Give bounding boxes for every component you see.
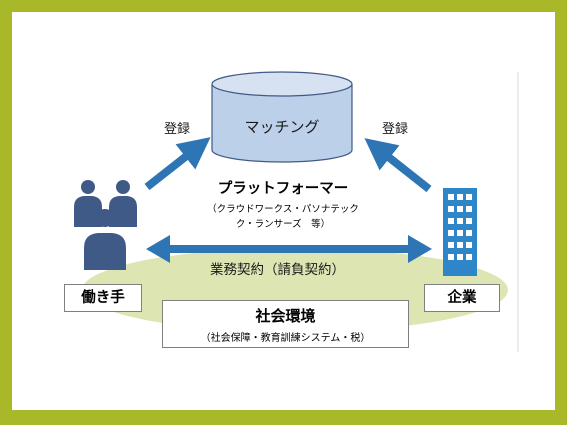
register-label-right: 登録: [382, 122, 409, 137]
worker-label: 働き手: [64, 284, 142, 312]
society-box: 社会環境 （社会保障・教育訓練システム・税）: [162, 300, 409, 348]
platformer-line2: ク・ランサーズ 等）: [235, 219, 331, 230]
worker-group-icon: [74, 180, 137, 270]
platformer-line1: （クラウドワークス・パソナテック: [207, 204, 359, 215]
register-arrow-left: [144, 137, 211, 191]
register-arrow-right: [364, 138, 432, 193]
society-title: 社会環境: [255, 307, 316, 325]
matching-database-icon: [211, 71, 353, 163]
contract-double-arrow: [146, 235, 432, 263]
company-label: 企業: [424, 284, 500, 312]
platformer-title: プラットフォーマー: [217, 181, 349, 197]
register-label-left: 登録: [164, 122, 191, 137]
matching-label: マッチング: [244, 118, 320, 136]
diagram-canvas: マッチング 登録 登録 プラットフォーマー （クラウドワークス・パソナテック ク…: [12, 12, 555, 410]
platformer-box: プラットフォーマー （クラウドワークス・パソナテック ク・ランサーズ 等）: [198, 174, 368, 233]
company-building-icon: [443, 188, 477, 276]
contract-label: 業務契約（請負契約）: [210, 262, 345, 278]
society-subtitle: （社会保障・教育訓練システム・税）: [200, 333, 371, 344]
